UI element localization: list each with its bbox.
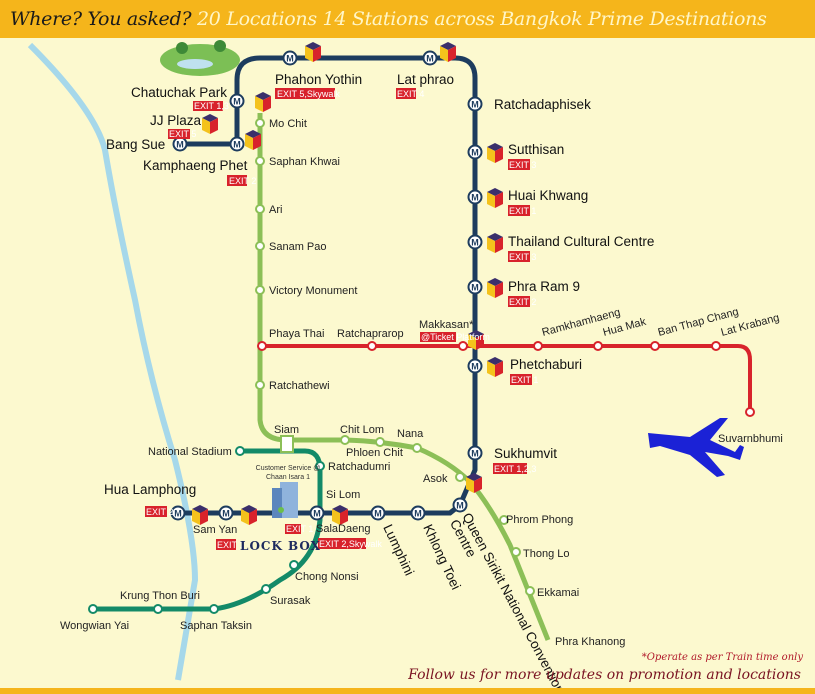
station-ratchaprarop[interactable]: Ratchaprarop — [337, 328, 404, 340]
station-phloen-chit[interactable]: Phloen Chit — [346, 447, 403, 459]
station-makkasan[interactable]: Makkasan* — [419, 319, 474, 331]
exit-bts: EXIT 1 — [286, 524, 313, 534]
footer-bar — [0, 688, 815, 694]
station-sanam-pao[interactable]: Sanam Pao — [269, 241, 326, 253]
exit-badges: EXIT 2 EXIT 5 EXIT 1,3 EXIT 5,Skywalk EX… — [145, 88, 538, 550]
bts-station-markers — [88, 118, 755, 614]
station-hua-lamphong[interactable]: Hua Lamphong — [104, 482, 196, 497]
station-bang-sue[interactable]: Bang Sue — [106, 137, 165, 152]
station-phahon-yothin[interactable]: Phahon Yothin — [275, 72, 362, 87]
exit-huai-khwang: EXIT 1 — [509, 206, 536, 216]
station-ratchathewi[interactable]: Ratchathewi — [269, 380, 330, 392]
station-phrom-phong[interactable]: Phrom Phong — [506, 514, 573, 526]
station-ari[interactable]: Ari — [269, 204, 282, 216]
building-icon — [272, 482, 298, 518]
station-lat-phrao[interactable]: Lat phrao — [397, 72, 454, 87]
exit-sukhumvit: EXIT 1,2,3 — [494, 464, 536, 474]
station-siam[interactable]: Siam — [274, 424, 299, 436]
exit-thailand-cultural: EXIT 3 — [509, 252, 536, 262]
header-headline: 20 Locations 14 Stations across Bangkok … — [197, 8, 767, 30]
station-phra-khanong[interactable]: Phra Khanong — [555, 636, 625, 648]
station-sam-yan[interactable]: Sam Yan — [193, 524, 237, 536]
station-ratchadaphisek[interactable]: Ratchadaphisek — [494, 97, 591, 112]
station-kamphaeng-phet[interactable]: Kamphaeng Phet — [143, 158, 248, 173]
station-chit-lom[interactable]: Chit Lom — [340, 424, 384, 436]
customer-service-label: Customer Service @ — [256, 465, 321, 472]
station-saladaeng[interactable]: SalaDaeng — [316, 523, 370, 535]
exit-jj-plaza: EXIT 5 — [169, 129, 196, 139]
station-victory-monument[interactable]: Victory Monument — [269, 285, 357, 297]
header-banner: Where? You asked? 20 Locations 14 Statio… — [0, 0, 815, 38]
airplane-icon — [648, 418, 744, 477]
station-thong-lo[interactable]: Thong Lo — [523, 548, 569, 560]
station-thailand-cultural-centre[interactable]: Thailand Cultural Centre — [508, 234, 654, 249]
station-mo-chit[interactable]: Mo Chit — [269, 118, 307, 130]
makkasan-ticket-tag: @Ticket Platform — [421, 332, 490, 342]
river — [27, 42, 199, 681]
station-ekkamai[interactable]: Ekkamai — [537, 587, 579, 599]
station-saphan-khwai[interactable]: Saphan Khwai — [269, 156, 340, 168]
exit-chatuchak-park: EXIT 1,3 — [194, 101, 229, 111]
exit-phahon-yothin: EXIT 5,Skywalk — [277, 89, 340, 99]
airport-link-line — [262, 344, 752, 410]
exit-saladaeng: EXIT 2,Skywalk — [319, 539, 382, 549]
station-chatuchak-park[interactable]: Chatuchak Park — [131, 85, 227, 100]
station-phra-ram-9[interactable]: Phra Ram 9 — [508, 279, 580, 294]
station-krung-thon-buri[interactable]: Krung Thon Buri — [120, 590, 200, 602]
exit-hua-lamphong: EXIT 2 — [146, 507, 173, 517]
header-question: Where? You asked? — [10, 8, 192, 30]
exit-sam-yan: EXIT 1 — [217, 540, 244, 550]
operating-note: *Operate as per Train time only — [641, 652, 803, 663]
station-sukhumvit[interactable]: Sukhumvit — [494, 446, 557, 461]
station-si-lom[interactable]: Si Lom — [326, 489, 360, 501]
bts-silom-line — [93, 448, 323, 612]
station-ratchadumri[interactable]: Ratchadumri — [328, 461, 390, 473]
station-phetchaburi[interactable]: Phetchaburi — [510, 357, 582, 372]
station-suvarnbhumi[interactable]: Suvarnbhumi — [718, 433, 783, 445]
exit-lat-phrao: EXIT 4 — [397, 89, 424, 99]
station-huai-khwang[interactable]: Huai Khwang — [508, 188, 588, 203]
station-national-stadium[interactable]: National Stadium — [148, 446, 232, 458]
station-phaya-thai[interactable]: Phaya Thai — [269, 328, 324, 340]
station-nana[interactable]: Nana — [397, 428, 424, 440]
station-surasak[interactable]: Surasak — [270, 595, 311, 607]
chaan-isara-label: Chaan Isara 1 — [266, 474, 310, 481]
exit-phetchaburi: EXIT 1 — [511, 375, 538, 385]
exit-sutthisan: EXIT 3 — [509, 160, 536, 170]
station-saphan-taksin[interactable]: Saphan Taksin — [180, 620, 252, 632]
lockbox-logo: LOCK BOX — [240, 539, 321, 553]
station-asok[interactable]: Asok — [423, 473, 448, 485]
station-chong-nonsi[interactable]: Chong Nonsi — [295, 571, 359, 583]
follow-us-text: Follow us for more updates on promotion … — [408, 667, 801, 683]
station-lumphini[interactable]: Lumphini — [380, 522, 417, 578]
park-icon — [160, 40, 240, 76]
station-sutthisan[interactable]: Sutthisan — [508, 142, 564, 157]
exit-phra-ram-9: EXIT 2 — [509, 297, 536, 307]
exit-kamphaeng-phet: EXIT 2 — [229, 176, 256, 186]
station-jj-plaza[interactable]: JJ Plaza — [150, 113, 202, 128]
station-wongwian-yai[interactable]: Wongwian Yai — [60, 620, 129, 632]
